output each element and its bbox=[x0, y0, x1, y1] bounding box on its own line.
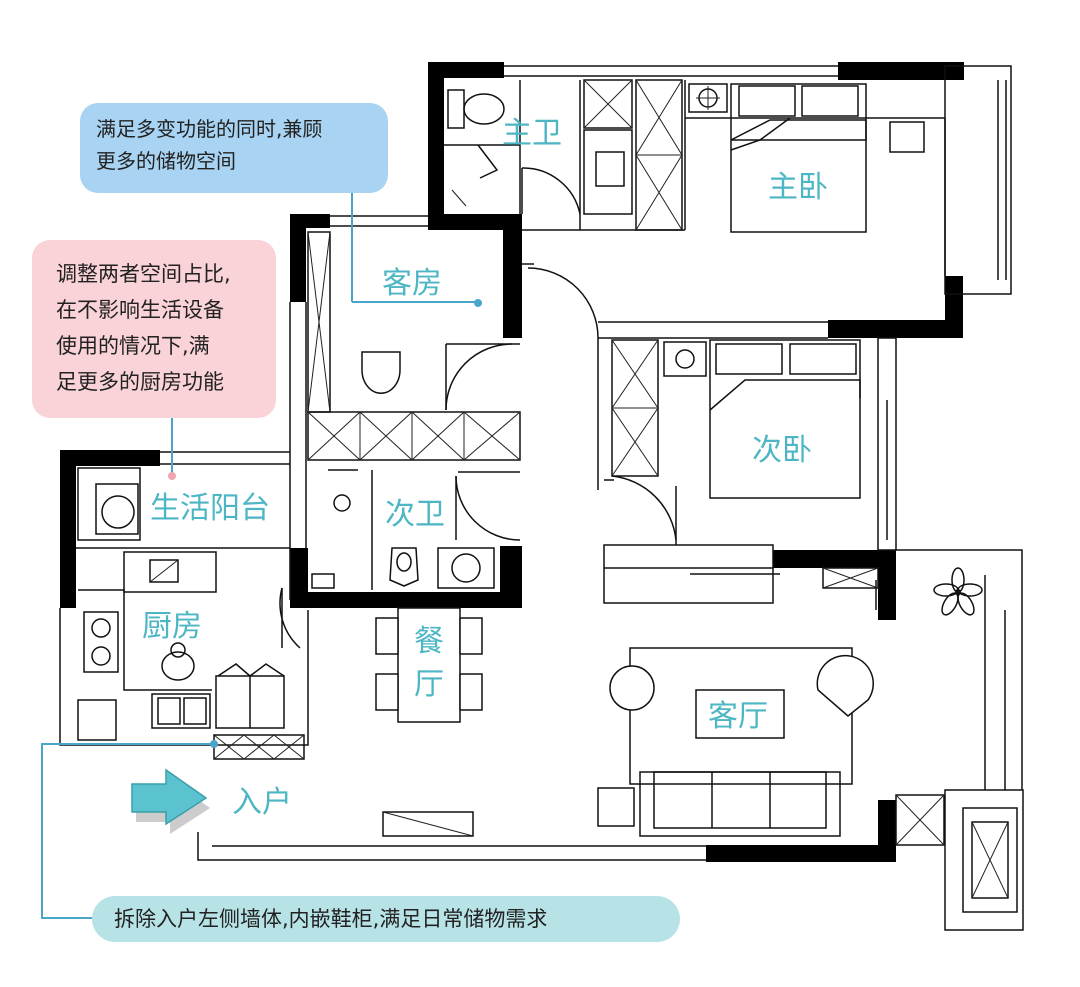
label-second-bath: 次卫 bbox=[385, 497, 445, 532]
label-dining-1: 餐 bbox=[414, 624, 444, 659]
label-dining-2: 厅 bbox=[414, 667, 444, 702]
note-entry-text: 拆除入户左侧墙体,内嵌鞋柜,满足日常储物需求 bbox=[114, 907, 548, 931]
note-storage: 满足多变功能的同时,兼顾 更多的储物空间 bbox=[80, 103, 388, 193]
leader-lines bbox=[41, 193, 482, 919]
label-kitchen: 厨房 bbox=[142, 609, 202, 644]
note-kitchen-line-3: 使用的情况下,满 bbox=[56, 334, 210, 358]
label-master-bath: 主卫 bbox=[502, 116, 562, 151]
label-guest-room: 客房 bbox=[382, 266, 442, 301]
note-kitchen-line-1: 调整两者空间占比, bbox=[56, 262, 231, 286]
entry-arrow-icon bbox=[131, 768, 210, 834]
label-master-bedroom: 主卧 bbox=[768, 170, 828, 205]
outline-lines bbox=[59, 65, 1024, 931]
note-storage-line-2: 更多的储物空间 bbox=[96, 149, 236, 173]
label-entry: 入户 bbox=[232, 785, 292, 820]
label-laundry-balcony: 生活阳台 bbox=[150, 491, 270, 526]
note-entry: 拆除入户左侧墙体,内嵌鞋柜,满足日常储物需求 bbox=[92, 896, 680, 942]
furniture bbox=[77, 83, 983, 837]
label-living: 客厅 bbox=[708, 699, 768, 734]
note-kitchen: 调整两者空间占比, 在不影响生活设备 使用的情况下,满 足更多的厨房功能 bbox=[32, 240, 276, 418]
note-storage-line-1: 满足多变功能的同时,兼顾 bbox=[96, 117, 323, 141]
note-kitchen-line-4: 足更多的厨房功能 bbox=[56, 370, 224, 394]
room-labels: 主卫 主卧 客房 次卧 生活阳台 次卫 厨房 餐 厅 客厅 入户 bbox=[142, 116, 828, 820]
label-second-bedroom: 次卧 bbox=[752, 433, 812, 468]
walls bbox=[60, 62, 964, 862]
note-kitchen-line-2: 在不影响生活设备 bbox=[56, 298, 224, 322]
cabinets bbox=[213, 79, 945, 846]
